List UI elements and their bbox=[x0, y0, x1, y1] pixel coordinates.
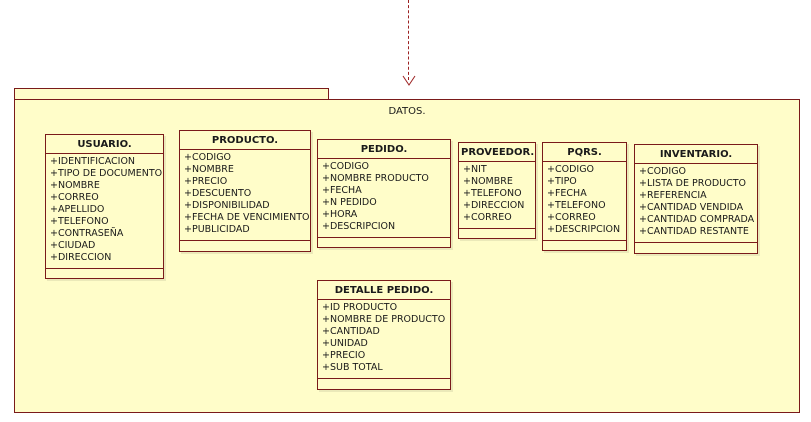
attribute-list: +IDENTIFICACION +TIPO DE DOCUMENTO +NOMB… bbox=[46, 154, 163, 269]
attribute: +DISPONIBILIDAD bbox=[184, 200, 270, 211]
attribute: +FECHA bbox=[547, 188, 587, 199]
attribute-list: +ID PRODUCTO +NOMBRE DE PRODUCTO +CANTID… bbox=[318, 300, 450, 379]
attribute: +CONTRASEÑA bbox=[50, 228, 124, 239]
attribute: +PRECIO bbox=[322, 350, 366, 361]
operation-list bbox=[459, 229, 535, 237]
attribute: +CODIGO bbox=[322, 161, 370, 172]
attribute: +ID PRODUCTO bbox=[322, 302, 398, 313]
attribute: +CANTIDAD bbox=[322, 326, 380, 337]
operation-list bbox=[543, 241, 626, 249]
attribute-list: +CODIGO +TIPO +FECHA +TELEFONO +CORREO +… bbox=[543, 162, 626, 241]
attribute: +NOMBRE PRODUCTO bbox=[322, 173, 429, 184]
attribute: +NOMBRE bbox=[50, 180, 100, 191]
attribute: +IDENTIFICACION bbox=[50, 156, 136, 167]
attribute-list: +CODIGO +NOMBRE +PRECIO +DESCUENTO +DISP… bbox=[180, 150, 310, 241]
attribute-list: +CODIGO +LISTA DE PRODUCTO +REFERENCIA +… bbox=[635, 164, 757, 243]
dependency-arrowhead-icon bbox=[402, 75, 416, 86]
attribute: +CANTIDAD COMPRADA bbox=[639, 214, 755, 225]
attribute: +NIT bbox=[463, 164, 487, 175]
attribute: +DESCRIPCION bbox=[322, 221, 396, 232]
attribute: +PRECIO bbox=[184, 176, 228, 187]
class-name: INVENTARIO. bbox=[635, 145, 757, 164]
attribute: +TELEFONO bbox=[50, 216, 109, 227]
attribute: +CORREO bbox=[463, 212, 512, 223]
attribute: +TELEFONO bbox=[547, 200, 606, 211]
operation-list bbox=[46, 269, 163, 277]
attribute: +NOMBRE bbox=[463, 176, 513, 187]
attribute: +PUBLICIDAD bbox=[184, 224, 250, 235]
class-name: PQRS. bbox=[543, 143, 626, 162]
attribute: +UNIDAD bbox=[322, 338, 368, 349]
attribute: +CANTIDAD VENDIDA bbox=[639, 202, 744, 213]
class-name: USUARIO. bbox=[46, 135, 163, 154]
class-name: DETALLE PEDIDO. bbox=[318, 281, 450, 300]
attribute: +SUB TOTAL bbox=[322, 362, 383, 373]
attribute: +CANTIDAD RESTANTE bbox=[639, 226, 749, 237]
attribute: +REFERENCIA bbox=[639, 190, 707, 201]
dependency-line bbox=[408, 0, 409, 80]
class-proveedor[interactable]: PROVEEDOR. +NIT +NOMBRE +TELEFONO +DIREC… bbox=[458, 142, 536, 239]
attribute: +NOMBRE DE PRODUCTO bbox=[322, 314, 446, 325]
attribute: +TELEFONO bbox=[463, 188, 522, 199]
attribute: +CORREO bbox=[50, 192, 99, 203]
attribute: +CODIGO bbox=[547, 164, 595, 175]
attribute: +NOMBRE bbox=[184, 164, 234, 175]
class-inventario[interactable]: INVENTARIO. +CODIGO +LISTA DE PRODUCTO +… bbox=[634, 144, 758, 254]
attribute: +CORREO bbox=[547, 212, 596, 223]
package-tab[interactable] bbox=[14, 88, 329, 100]
class-detalle-pedido[interactable]: DETALLE PEDIDO. +ID PRODUCTO +NOMBRE DE … bbox=[317, 280, 451, 390]
attribute: +CODIGO bbox=[639, 166, 687, 177]
attribute: +DESCRIPCION bbox=[547, 224, 621, 235]
attribute-list: +NIT +NOMBRE +TELEFONO +DIRECCION +CORRE… bbox=[459, 162, 535, 229]
package-name: DATOS. bbox=[388, 106, 426, 117]
attribute: +DIRECCION bbox=[463, 200, 525, 211]
attribute: +LISTA DE PRODUCTO bbox=[639, 178, 746, 189]
class-name: PROVEEDOR. bbox=[459, 143, 535, 162]
attribute: +FECHA DE VENCIMIENTO bbox=[184, 212, 310, 223]
attribute-list: +CODIGO +NOMBRE PRODUCTO +FECHA +N PEDID… bbox=[318, 159, 450, 238]
attribute: +N PEDIDO bbox=[322, 197, 377, 208]
attribute: +FECHA bbox=[322, 185, 362, 196]
class-name: PRODUCTO. bbox=[180, 131, 310, 150]
class-name: PEDIDO. bbox=[318, 140, 450, 159]
attribute: +HORA bbox=[322, 209, 358, 220]
attribute: +DESCUENTO bbox=[184, 188, 252, 199]
class-producto[interactable]: PRODUCTO. +CODIGO +NOMBRE +PRECIO +DESCU… bbox=[179, 130, 311, 252]
operation-list bbox=[318, 238, 450, 246]
operation-list bbox=[180, 241, 310, 249]
attribute: +CIUDAD bbox=[50, 240, 96, 251]
operation-list bbox=[635, 243, 757, 251]
class-usuario[interactable]: USUARIO. +IDENTIFICACION +TIPO DE DOCUME… bbox=[45, 134, 164, 279]
attribute: +TIPO bbox=[547, 176, 577, 187]
class-pedido[interactable]: PEDIDO. +CODIGO +NOMBRE PRODUCTO +FECHA … bbox=[317, 139, 451, 248]
attribute: +APELLIDO bbox=[50, 204, 105, 215]
attribute: +TIPO DE DOCUMENTO bbox=[50, 168, 163, 179]
attribute: +DIRECCION bbox=[50, 252, 112, 263]
operation-list bbox=[318, 379, 450, 387]
class-pqrs[interactable]: PQRS. +CODIGO +TIPO +FECHA +TELEFONO +CO… bbox=[542, 142, 627, 251]
attribute: +CODIGO bbox=[184, 152, 232, 163]
